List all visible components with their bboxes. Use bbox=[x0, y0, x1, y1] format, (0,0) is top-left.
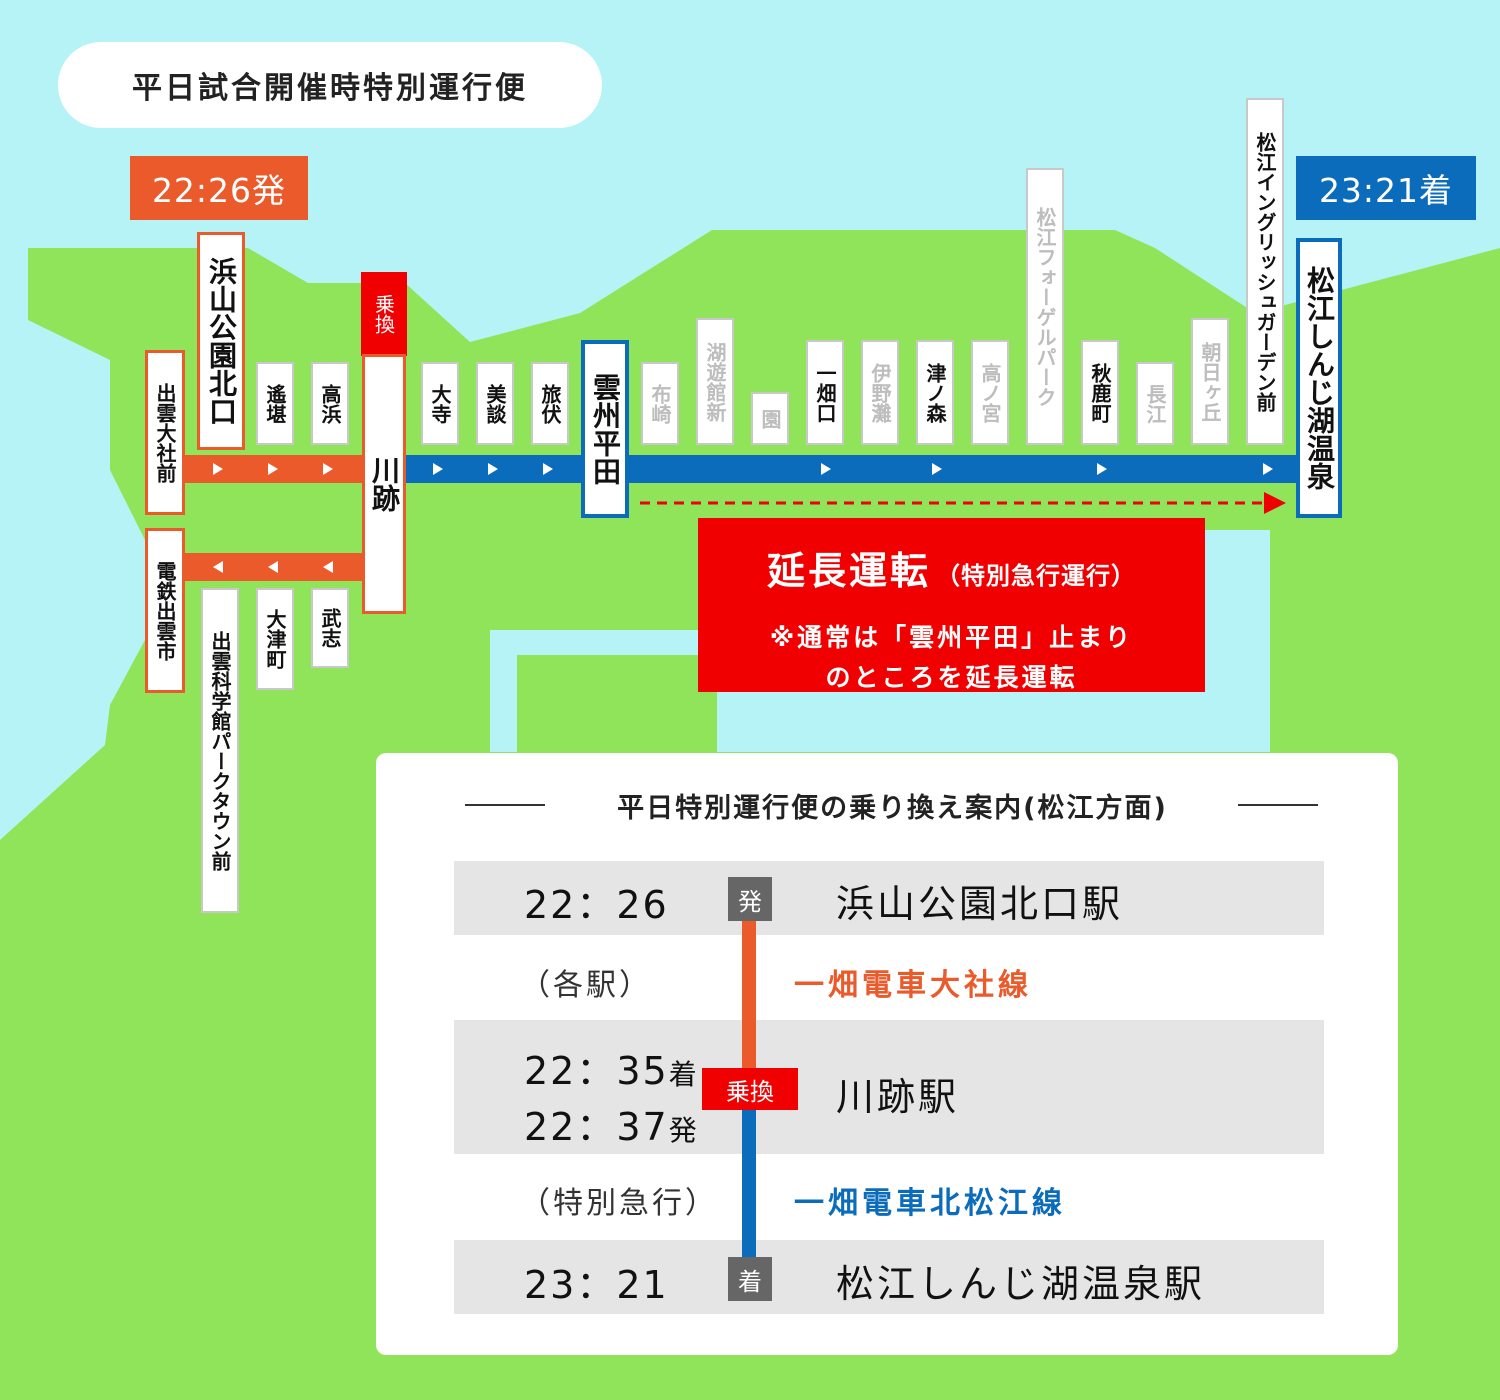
station-ichibata-guchi: 一畑口 bbox=[806, 340, 844, 445]
direction-arrow bbox=[821, 463, 831, 475]
departure-time-badge: 22:26発 bbox=[130, 156, 308, 220]
heading-rule-right bbox=[1238, 804, 1318, 806]
arrival-time-badge: 23:21着 bbox=[1296, 156, 1476, 220]
direction-arrow bbox=[213, 463, 223, 475]
direction-arrow bbox=[433, 463, 443, 475]
station-aika-machi: 秋鹿町 bbox=[1081, 340, 1119, 445]
station-otsumachi: 大津町 bbox=[256, 588, 294, 690]
kitamatsue-line bbox=[400, 455, 1300, 483]
direction-arrow bbox=[932, 463, 942, 475]
direction-arrow bbox=[268, 561, 278, 573]
station-takeshi: 武志 bbox=[311, 588, 349, 668]
station-unshu-hirata: 雲州平田 bbox=[581, 340, 629, 518]
guide-route-taisha bbox=[742, 918, 756, 1068]
direction-arrow bbox=[323, 463, 333, 475]
extension-title: 延長運転 bbox=[766, 549, 931, 593]
station-hamayama: 浜山公園北口 bbox=[197, 232, 245, 450]
transfer-arrival-time: 22：35 bbox=[524, 1049, 669, 1093]
station-midami: 美談 bbox=[476, 362, 514, 445]
direction-arrow bbox=[488, 463, 498, 475]
extension-note-2: のところを延長運転 bbox=[825, 663, 1078, 692]
station-sono: 園 bbox=[751, 392, 789, 445]
arrival-mark: 着 bbox=[728, 1257, 772, 1301]
segment1-type: （各駅） bbox=[520, 968, 652, 1003]
extension-subtitle: （特別急行運行） bbox=[936, 562, 1137, 590]
station-fuzaki: 布崎 bbox=[641, 362, 679, 445]
guide-row-departure bbox=[454, 861, 1324, 935]
page-title: 平日試合開催時特別運行便 bbox=[58, 42, 602, 128]
direction-arrow bbox=[1263, 463, 1273, 475]
transfer-badge-map: 乗換 bbox=[361, 272, 407, 356]
station-izumo-kagakukan: 出雲科学館パークタウン前 bbox=[201, 588, 239, 913]
station-dentetsu-izumoshi: 電鉄出雲市 bbox=[145, 528, 185, 693]
segment1-line: 一畑電車大社線 bbox=[794, 968, 1032, 1003]
departure-station: 浜山公園北口駅 bbox=[836, 882, 1124, 926]
station-matsue-vogel-park: 松江フォーゲルパーク bbox=[1026, 168, 1064, 445]
station-ryofu: 旅伏 bbox=[531, 362, 569, 445]
station-matsue-shinjiko-onsen: 松江しんじ湖温泉 bbox=[1296, 238, 1342, 518]
direction-arrow bbox=[543, 463, 553, 475]
direction-arrow bbox=[1097, 463, 1107, 475]
direction-arrow bbox=[213, 561, 223, 573]
guide-row-arrival bbox=[454, 1240, 1324, 1314]
extension-arrow bbox=[640, 492, 1286, 514]
segment2-type: （特別急行） bbox=[520, 1186, 718, 1221]
lake-inner-land bbox=[517, 655, 717, 752]
heading-rule-left bbox=[465, 804, 545, 806]
departure-time: 22：26 bbox=[524, 883, 669, 927]
station-tsunomori: 津ノ森 bbox=[916, 340, 954, 445]
station-koyukan-shin: 湖遊館新 bbox=[696, 318, 734, 445]
station-tohori: 遙堪 bbox=[256, 362, 294, 445]
transfer-arrival-mark: 着 bbox=[668, 1058, 699, 1091]
station-matsue-english-garden-mae: 松江イングリッシュガーデン前 bbox=[1246, 98, 1284, 445]
station-izumo-taisha-mae: 出雲大社前 bbox=[145, 350, 185, 515]
station-takahama: 高浜 bbox=[311, 362, 349, 445]
guide-route-kitamatsue bbox=[742, 1108, 756, 1258]
extension-notice: 延長運転 （特別急行運行） ※通常は「雲州平田」止まり のところを延長運転 bbox=[698, 518, 1205, 692]
station-nagae: 長江 bbox=[1136, 362, 1174, 445]
station-odera: 大寺 bbox=[421, 362, 459, 445]
arrival-time: 23：21 bbox=[524, 1263, 669, 1307]
station-takanomiya: 高ノ宮 bbox=[971, 340, 1009, 445]
station-inonada: 伊野灘 bbox=[861, 340, 899, 445]
transfer-departure-mark: 発 bbox=[668, 1114, 699, 1147]
transfer-station: 川跡駅 bbox=[836, 1075, 960, 1119]
departure-mark: 発 bbox=[728, 877, 772, 921]
extension-note-1: ※通常は「雲州平田」止まり bbox=[769, 623, 1134, 652]
direction-arrow bbox=[323, 561, 333, 573]
station-kawato: 川跡 bbox=[362, 354, 406, 614]
transfer-mark: 乗換 bbox=[702, 1068, 798, 1110]
station-asahi-gaoka: 朝日ヶ丘 bbox=[1191, 318, 1229, 445]
guide-row-transfer bbox=[454, 1020, 1324, 1154]
transfer-departure-time: 22：37 bbox=[524, 1105, 669, 1149]
guide-heading: 平日特別運行便の乗り換え案内(松江方面) bbox=[617, 793, 1168, 824]
direction-arrow bbox=[268, 463, 278, 475]
arrival-station: 松江しんじ湖温泉駅 bbox=[836, 1262, 1206, 1306]
segment2-line: 一畑電車北松江線 bbox=[794, 1186, 1066, 1221]
lake-upper bbox=[1205, 530, 1270, 630]
